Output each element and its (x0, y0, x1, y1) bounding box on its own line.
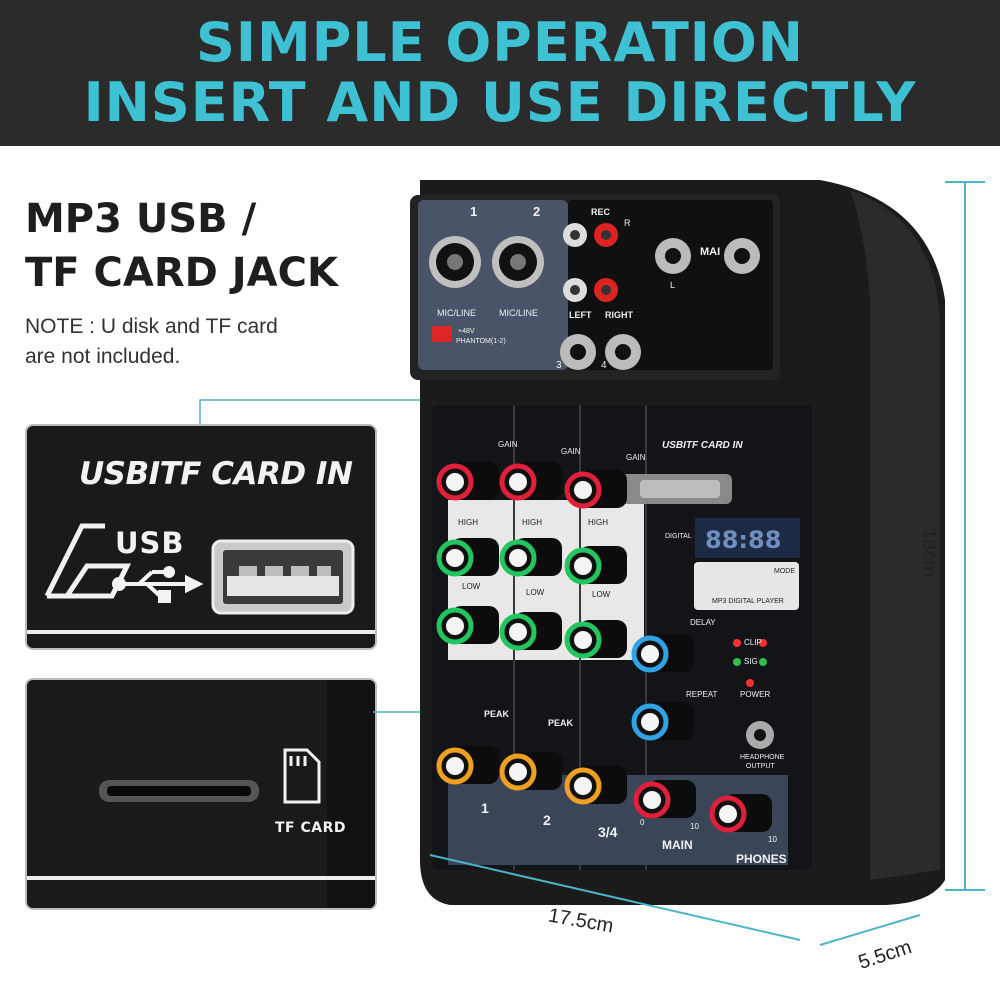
laptop-icon (44, 523, 132, 599)
xlr-jack-1 (429, 236, 481, 288)
label-rec: REC (591, 207, 611, 217)
label-low-2: LOW (526, 588, 545, 597)
low-knob-2 (499, 612, 562, 651)
label-high-1: HIGH (458, 518, 478, 527)
usb-label: USB (115, 526, 185, 560)
level-knob-3 (564, 766, 627, 805)
label-usbtf-in: USBITF CARD IN (662, 440, 743, 451)
delay-knob (631, 634, 694, 673)
label-output: OUTPUT (746, 763, 775, 770)
label-main-jack: MAI (700, 246, 721, 258)
top-banner: SIMPLE OPERATION INSERT AND USE DIRECTLY (0, 0, 1000, 146)
label-gain-3: GAIN (626, 453, 646, 462)
main-knob (633, 780, 696, 819)
banner-line-2: INSERT AND USE DIRECTLY (83, 71, 917, 134)
label-zero-main: 0 (640, 818, 645, 827)
label-phantom: +48V (458, 328, 475, 335)
label-bottom-main: MAIN (662, 838, 693, 852)
label-low-3: LOW (592, 590, 611, 599)
headphone-jack (746, 721, 774, 749)
level-knob-1 (436, 746, 499, 785)
headline-line-1: MP3 USB / (25, 196, 257, 242)
note-line-1: NOTE : U disk and TF card (25, 315, 278, 338)
line-jacks (560, 238, 760, 370)
depth-dimension: 5.5cm (855, 936, 915, 974)
gain-knob-1 (436, 462, 499, 501)
sd-card-icon (283, 748, 321, 804)
headline-line-2: TF CARD JACK (25, 250, 338, 296)
high-knob-2 (499, 538, 562, 577)
label-bottom-34: 3/4 (598, 824, 618, 840)
label-left: LEFT (569, 310, 592, 320)
label-ten-main: 10 (690, 822, 699, 831)
repeat-knob (631, 702, 694, 741)
label-jack-3: 3 (556, 360, 562, 371)
phones-knob (709, 794, 772, 833)
label-jack-4: 4 (601, 360, 607, 371)
tf-panel-graphics (27, 680, 375, 908)
tf-card-zoom-panel: TF CARD (25, 678, 377, 910)
usb-stick (612, 474, 732, 504)
control-panel (432, 405, 812, 870)
gain-knob-3 (564, 470, 627, 509)
dimension-lines (429, 181, 985, 946)
xlr-jack-2 (492, 236, 544, 288)
label-bottom-1: 1 (481, 800, 489, 816)
level-knob-2 (499, 752, 562, 791)
phantom-switch (432, 326, 452, 342)
label-mic-line-1: MIC/LINE (437, 308, 477, 318)
label-power: POWER (740, 690, 771, 699)
usb-port-icon (211, 539, 355, 615)
usb-panel-graphics (27, 523, 375, 634)
note-line-2: are not included. (25, 345, 181, 368)
label-headphone: HEADPHONE (740, 754, 785, 761)
height-dimension: 18cm (918, 528, 940, 577)
tf-card-label: TF CARD (275, 820, 346, 836)
label-ten-phones: 10 (768, 835, 777, 844)
rca-jacks (563, 223, 618, 302)
label-r: R (624, 218, 631, 228)
mixer-body (420, 180, 945, 905)
note: NOTE : U disk and TF card are not includ… (25, 312, 278, 372)
mp3-display (695, 518, 800, 558)
label-ch1: 1 (470, 204, 478, 219)
label-sig: SIG (744, 657, 758, 666)
label-ch2: 2 (533, 204, 541, 219)
usb-zoom-panel: USBITF CARD IN U (25, 424, 377, 650)
label-mode: MODE (774, 568, 795, 575)
low-knob-1 (436, 606, 499, 645)
label-l: L (670, 280, 676, 290)
tf-slot-icon (99, 780, 259, 802)
usb-symbol-icon (112, 566, 204, 603)
label-clip: CLIP (744, 638, 762, 647)
label-high-2: HIGH (522, 518, 542, 527)
label-low-1: LOW (462, 582, 481, 591)
high-knob-1 (436, 538, 499, 577)
label-digital: DIGITAL (665, 533, 692, 540)
label-peak-1: PEAK (484, 709, 510, 719)
label-gain-2: GAIN (561, 447, 581, 456)
mp3-controls (694, 562, 799, 610)
width-dimension: 17.5cm (546, 904, 616, 938)
label-mp3-player: MP3 DIGITAL PLAYER (712, 598, 784, 605)
high-knob-3 (564, 546, 627, 585)
label-bottom-phones: PHONES (736, 852, 787, 866)
label-repeat: REPEAT (686, 690, 718, 699)
label-bottom-2: 2 (543, 812, 551, 828)
gain-knob-2 (499, 462, 562, 501)
label-peak-2: PEAK (548, 718, 574, 728)
banner-line-1: SIMPLE OPERATION (196, 11, 804, 74)
svg-text:88:88: 88:88 (705, 526, 781, 554)
label-phantom-sub: PHANTOM(1-2) (456, 338, 506, 345)
low-knob-3 (564, 620, 627, 659)
mic-input-panel (418, 200, 568, 370)
headline: MP3 USB / TF CARD JACK (25, 192, 338, 300)
label-delay: DELAY (690, 618, 716, 627)
label-right: RIGHT (605, 310, 633, 320)
knob-group (436, 462, 772, 833)
label-gain-1: GAIN (498, 440, 518, 449)
label-high-3: HIGH (588, 518, 608, 527)
label-mic-line-2: MIC/LINE (499, 308, 539, 318)
